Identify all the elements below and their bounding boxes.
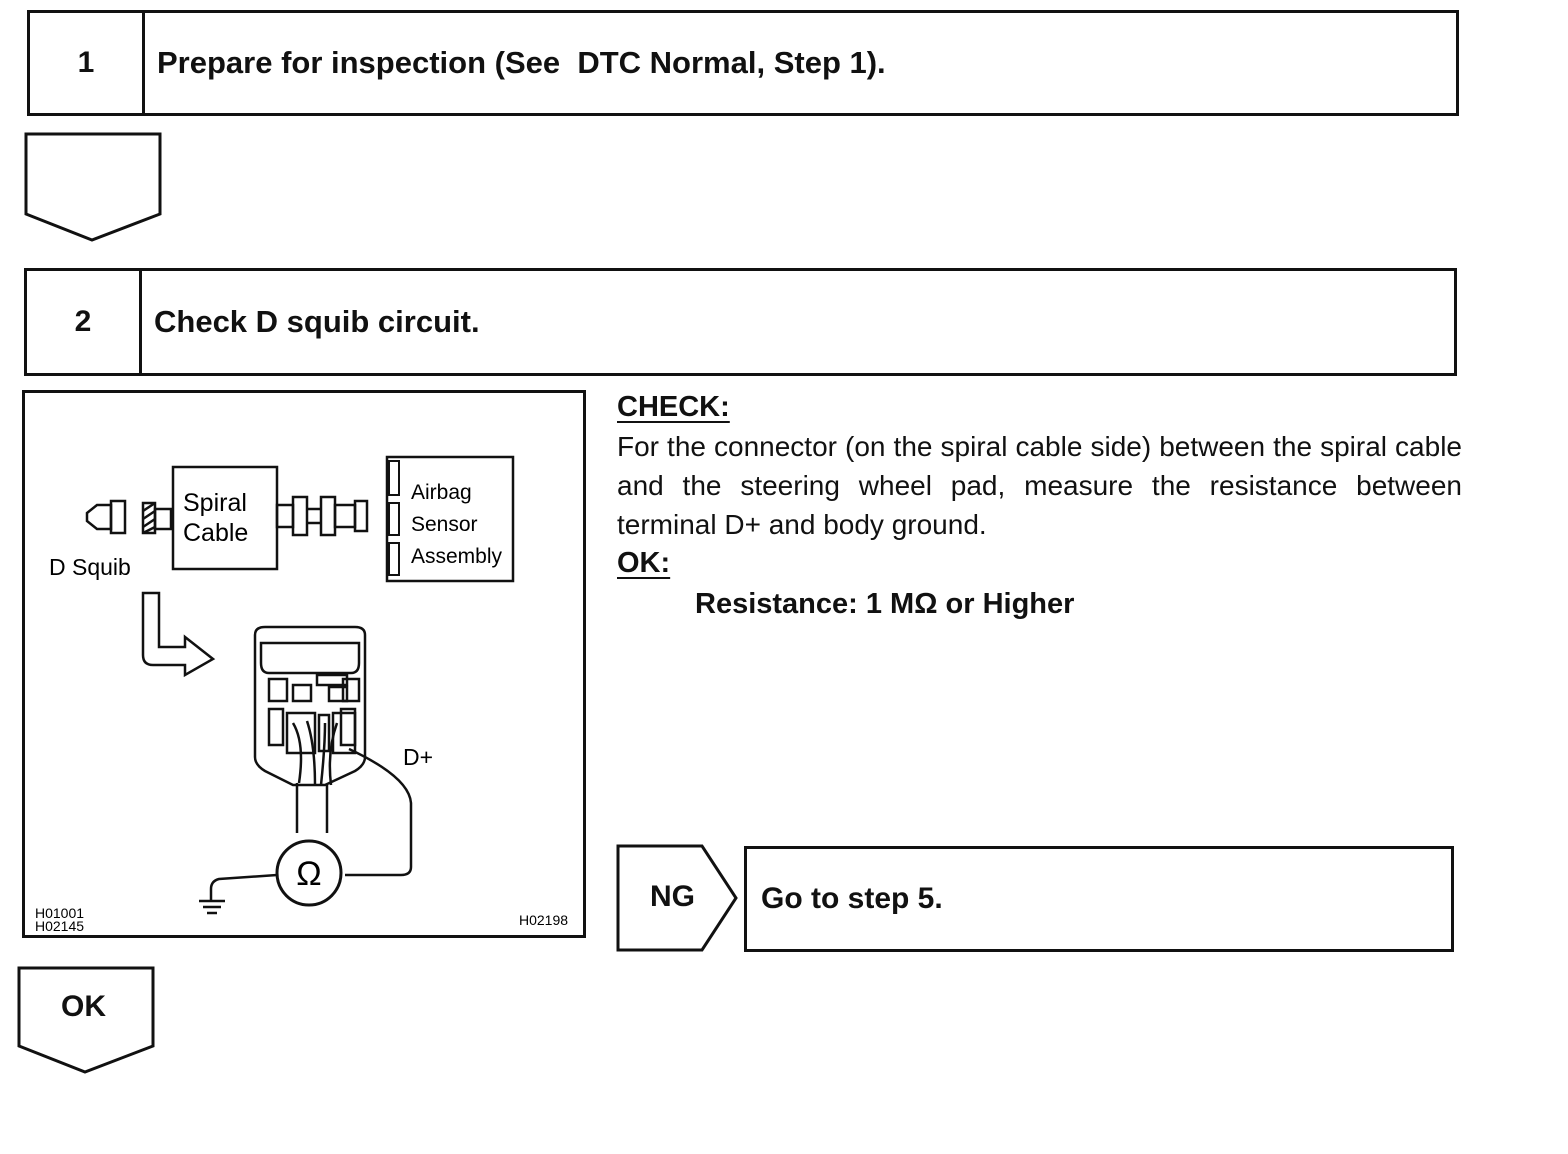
spiral-cable-box: [171, 465, 279, 571]
ok-heading: OK:: [617, 547, 671, 579]
meter-lead-ground: [209, 873, 278, 901]
step-1-box: 1 Prepare for inspection (See DTC Normal…: [27, 10, 1459, 116]
step-2-number: 2: [27, 271, 142, 373]
step-2-box: 2 Check D squib circuit.: [24, 268, 1457, 376]
figure-code-right: H02198: [519, 912, 568, 928]
circuit-diagram: Spiral Cable Airbag Sensor Assembly D Sq…: [35, 455, 568, 934]
resistance-spec: Resistance: 1 MΩ or Higher: [695, 588, 1075, 620]
step-1-number: 1: [30, 13, 145, 113]
airbag-label-1: Airbag: [411, 481, 472, 504]
step-1-title-main: Prepare for inspection: [157, 45, 487, 80]
step-1-title-ref: (See DTC Normal, Step 1).: [486, 45, 886, 80]
airbag-label-2: Sensor: [411, 513, 478, 536]
d-plus-label: D+: [403, 744, 433, 770]
check-section: CHECK: For the connector (on the spiral …: [617, 388, 1462, 624]
cable-connector-icon: [275, 495, 369, 537]
ng-action-box: Go to step 5.: [744, 846, 1454, 952]
ng-label: NG: [650, 880, 695, 913]
flow-arrow-down: [24, 132, 162, 242]
figure-code-left-2: H02145: [35, 918, 84, 934]
d-squib-label: D Squib: [49, 554, 131, 580]
ohmmeter-icon: [275, 839, 343, 907]
ok-arrow: [17, 966, 155, 1074]
airbag-label-3: Assembly: [411, 545, 503, 568]
circuit-figure: Spiral Cable Airbag Sensor Assembly D Sq…: [22, 390, 586, 938]
d-squib-connector-icon: [85, 499, 173, 535]
meter-lead-positive: [345, 747, 413, 877]
step-1-title: Prepare for inspection (See DTC Normal, …: [145, 13, 886, 113]
check-heading: CHECK:: [617, 391, 730, 423]
airbag-sensor-box: [385, 455, 515, 583]
ohm-symbol: Ω: [296, 855, 321, 893]
spiral-cable-label-1: Spiral: [183, 489, 247, 517]
ok-label: OK: [61, 990, 106, 1023]
step-2-title: Check D squib circuit.: [142, 271, 480, 373]
check-body: For the connector (on the spiral cable s…: [617, 431, 1462, 540]
step-2-title-text: Check D squib circuit.: [154, 304, 480, 339]
spiral-cable-label-2: Cable: [183, 519, 248, 547]
figure-code-left-1: H01001: [35, 905, 84, 921]
bent-arrow-icon: [141, 591, 216, 678]
ground-icon: [199, 899, 225, 915]
ng-action-text: Go to step 5.: [761, 882, 943, 915]
connector-front-icon: [253, 625, 367, 833]
ng-arrow: [616, 844, 738, 952]
